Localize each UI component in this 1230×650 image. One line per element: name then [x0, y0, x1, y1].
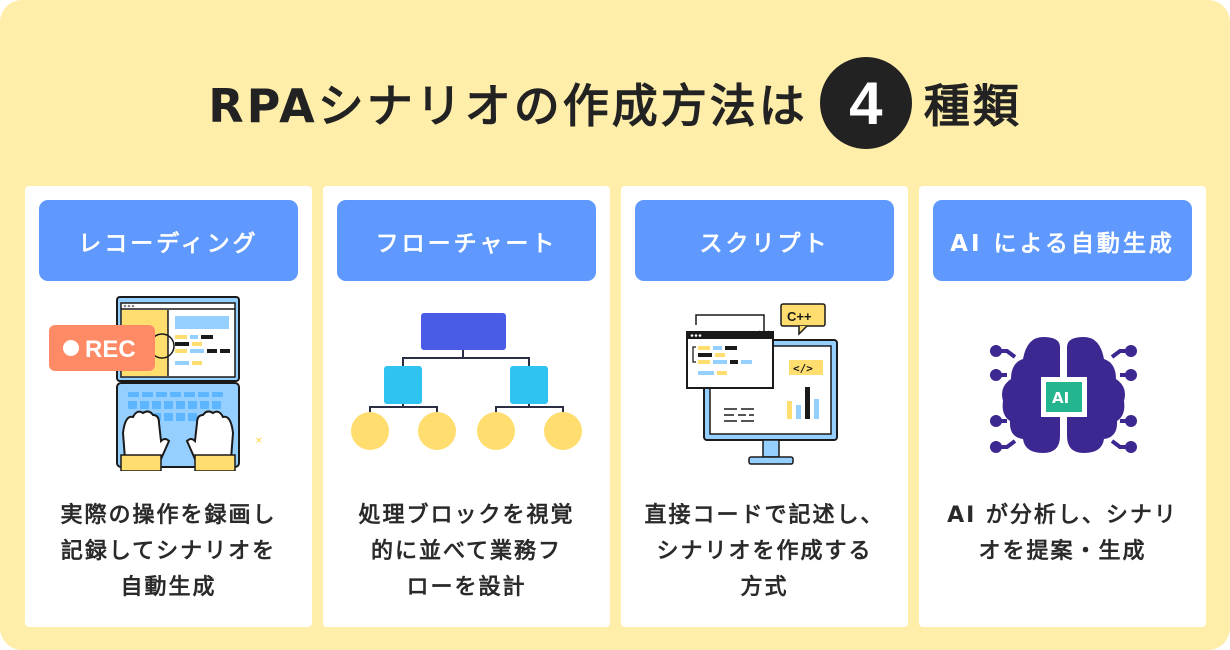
card-description: 実際の操作を録画し 記録してシナリオを 自動生成: [60, 503, 277, 600]
card-header: スクリプト: [635, 200, 894, 281]
card-description: 直接コードで記述し、 シナリオを作成する 方式: [644, 503, 885, 600]
card-description: 処理ブロックを視覚 的に並べて業務フ ローを設計: [358, 503, 575, 600]
code-monitor-icon: C++ </>: [621, 291, 908, 471]
rec-label: REC: [85, 336, 136, 363]
card-recording: レコーディング: [25, 186, 312, 627]
flowchart-tree-icon: [323, 291, 610, 471]
ai-brain-icon: AI: [919, 291, 1206, 471]
ai-chip-label: AI: [1052, 389, 1069, 407]
card-header: フローチャート: [337, 200, 596, 281]
title-suffix: 種類: [923, 79, 1022, 133]
card-script: スクリプト C++ </>: [621, 186, 908, 627]
count-badge: 4: [819, 57, 912, 149]
page-title: RPAシナリオの作成方法は 4 種類: [0, 57, 1230, 149]
card-description: AI が分析し、シナリ オを提案・生成: [947, 503, 1178, 564]
code-tag: </>: [793, 362, 813, 375]
title-prefix: RPAシナリオの作成方法は: [208, 79, 808, 133]
card-ai-generation: AI による自動生成 AI AI が分析し、シナリ オを提案・生成: [919, 186, 1206, 627]
card-header: AI による自動生成: [933, 200, 1192, 281]
cpp-label: C++: [787, 309, 812, 324]
svg-text:×: ×: [255, 436, 263, 446]
card-flowchart: フローチャート 処理ブロックを視覚 的に並べて業務フ ローを設計: [323, 186, 610, 627]
card-header: レコーディング: [39, 200, 298, 281]
laptop-recording-icon: × REC: [25, 291, 312, 471]
